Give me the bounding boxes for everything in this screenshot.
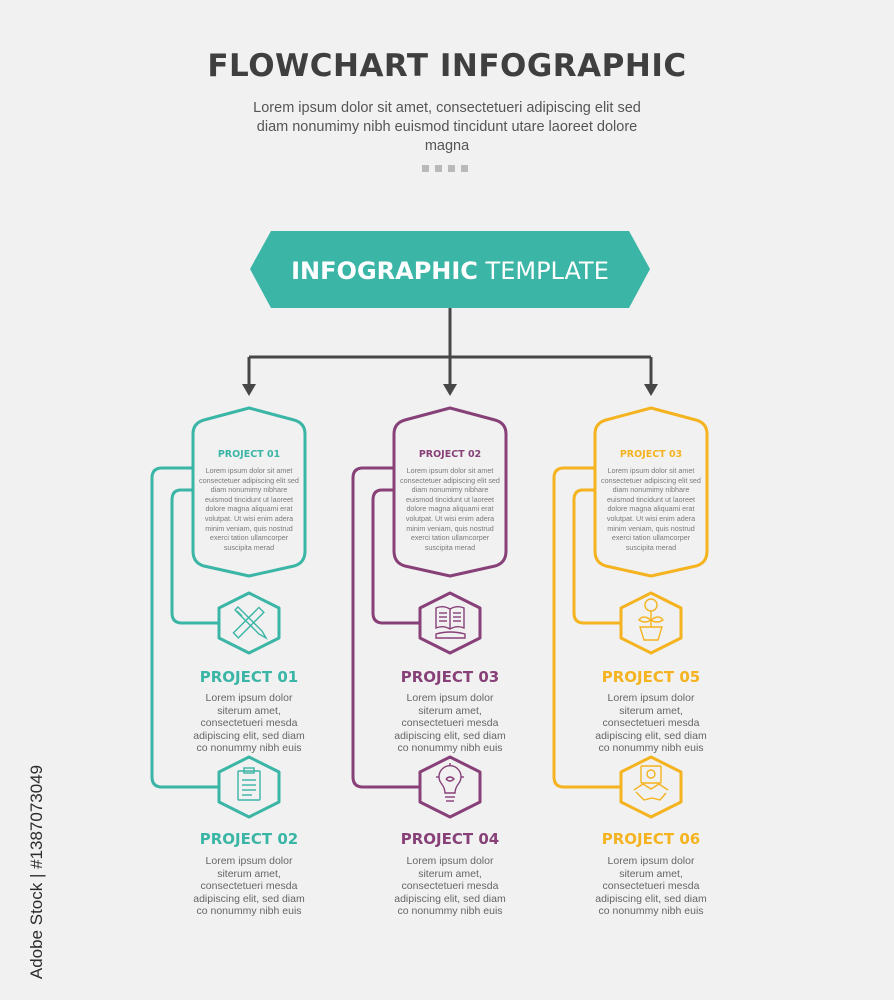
project-04-desc: Lorem ipsum dolor siterum amet, consecte… [394,855,506,917]
connector-lines [247,308,653,386]
ruler-pencil-icon [232,606,268,640]
column-yellow [552,406,709,819]
card-title: PROJECT 02 [418,449,482,460]
connector-outer-2 [351,466,422,789]
banner-title: INFOGRAPHIC TEMPLATE [250,256,650,286]
project-04-label: PROJECT 04 [400,830,500,848]
stock-watermark-text: Adobe Stock | #1387073049 [27,764,46,980]
project-03-desc: Lorem ipsum dolor siterum amet, consecte… [394,692,506,754]
hex-2 [217,755,281,819]
card-project-03: PROJECT 03 Lorem ipsum dolor sit amet co… [599,449,703,552]
hex-3 [418,591,482,655]
hex-4 [418,755,482,819]
hex-5 [619,591,683,655]
card-title: PROJECT 01 [217,449,281,460]
connector-outer-3 [552,466,623,789]
project-01-desc: Lorem ipsum dolor siterum amet, consecte… [193,692,305,754]
connector-arrows [242,384,658,396]
card-project-02: PROJECT 02 Lorem ipsum dolor sit amet co… [398,449,502,552]
divider-dots [422,165,468,172]
card-body: Lorem ipsum dolor sit amet consectetuer … [400,466,500,552]
banner-title-bold: INFOGRAPHIC [291,257,478,285]
page-title: FLOWCHART INFOGRAPHIC [207,48,687,84]
column-teal [150,406,307,819]
card-frame-1 [191,406,307,578]
hex-1 [217,591,281,655]
page-subtitle: Lorem ipsum dolor sit amet, consectetuer… [253,100,641,154]
card-frame-2 [392,406,508,578]
banner-title-light: TEMPLATE [477,257,609,285]
project-01-label: PROJECT 01 [199,668,299,686]
project-06-desc: Lorem ipsum dolor siterum amet, consecte… [595,855,707,917]
card-body: Lorem ipsum dolor sit amet consectetuer … [601,466,701,552]
card-project-01: PROJECT 01 Lorem ipsum dolor sit amet co… [197,449,301,552]
money-plant-icon [638,598,664,641]
lightbulb-brain-icon [436,763,464,802]
connector-outer-1 [150,466,221,789]
project-03-label: PROJECT 03 [400,668,500,686]
handshake-money-icon [633,765,669,801]
card-title: PROJECT 03 [619,449,683,460]
project-02-desc: Lorem ipsum dolor siterum amet, consecte… [193,855,305,917]
connector-inner-3 [572,488,623,625]
banner-shape [250,231,650,308]
project-06-label: PROJECT 06 [601,830,701,848]
hex-6 [619,755,683,819]
clipboard-icon [237,767,261,801]
connector-inner-2 [371,488,422,625]
project-05-desc: Lorem ipsum dolor siterum amet, consecte… [595,692,707,754]
column-purple [351,406,508,819]
open-book-icon [435,606,466,639]
card-frame-3 [593,406,709,578]
project-02-label: PROJECT 02 [199,830,299,848]
project-05-label: PROJECT 05 [601,668,701,686]
connector-inner-1 [170,488,221,625]
card-body: Lorem ipsum dolor sit amet consectetuer … [199,466,299,552]
